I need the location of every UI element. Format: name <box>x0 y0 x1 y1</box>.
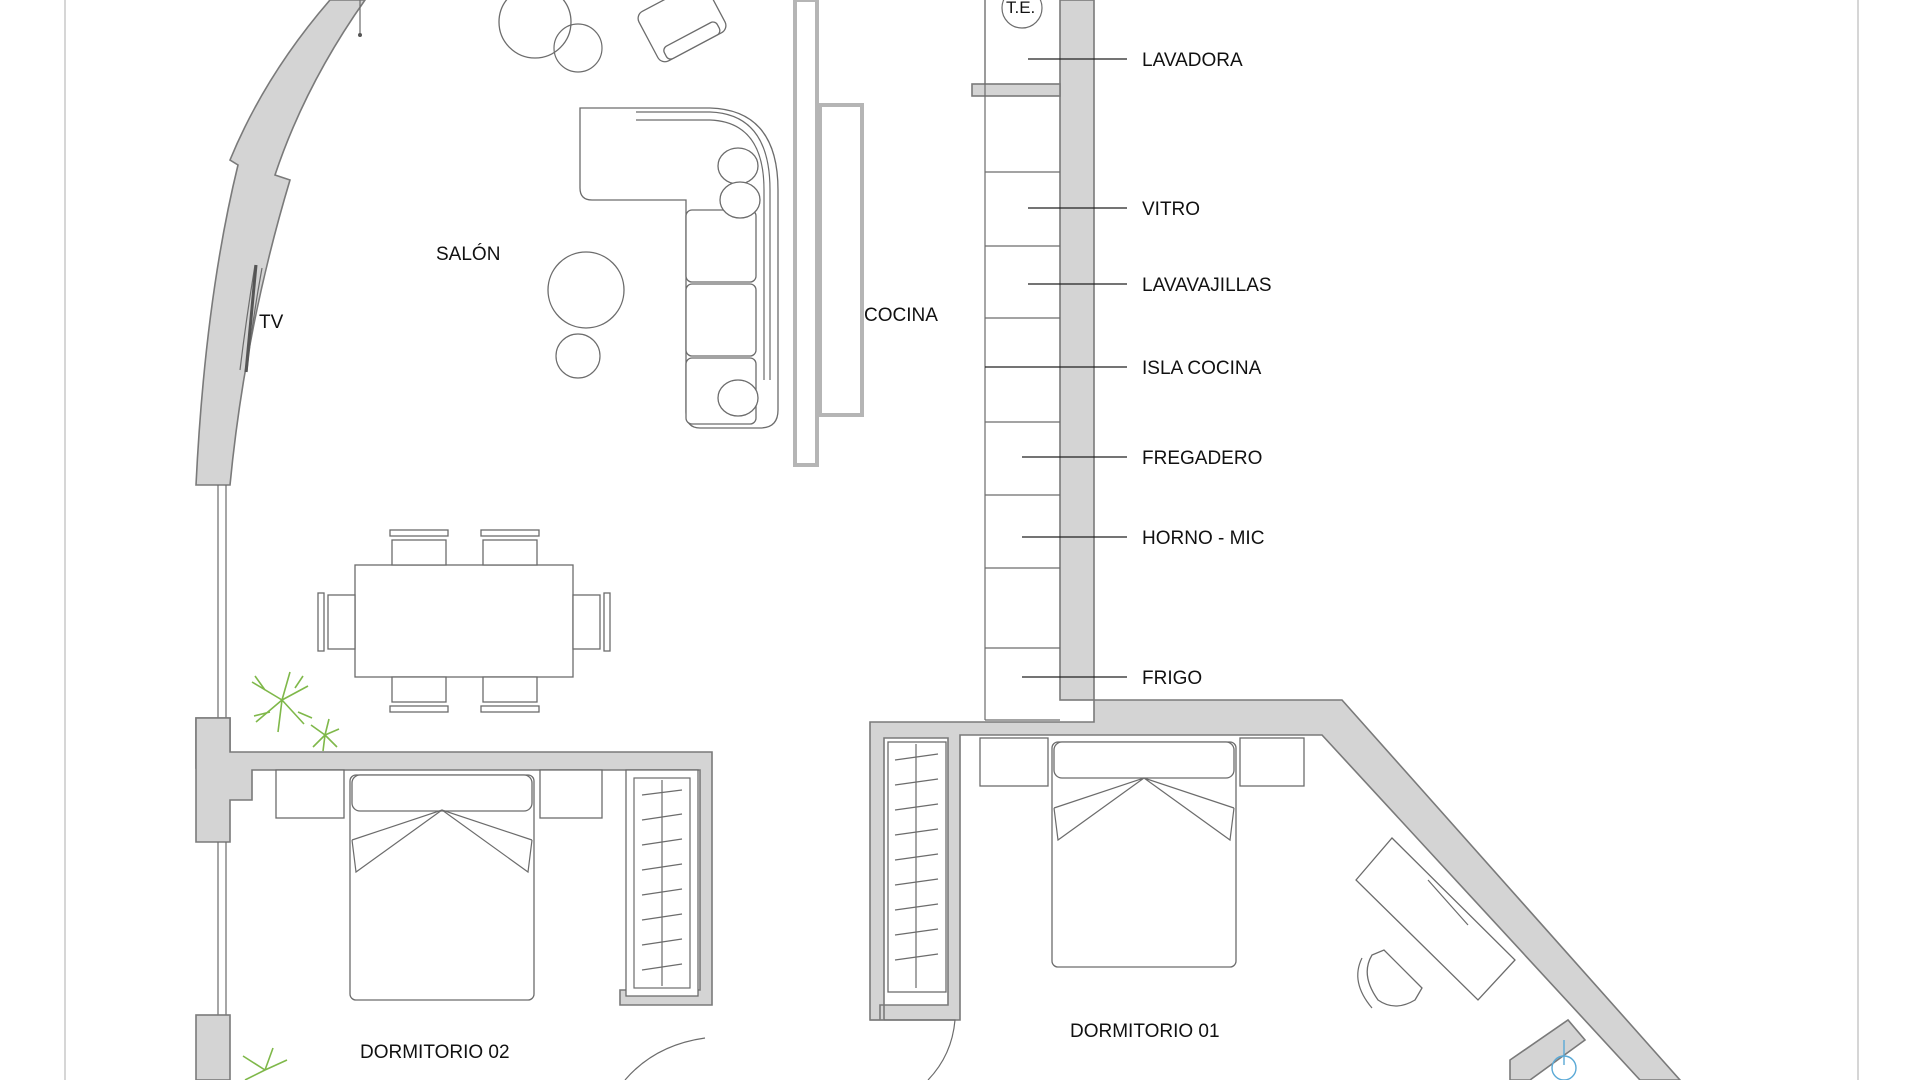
label-lavavajillas: LAVAVAJILLAS <box>1142 275 1272 296</box>
kitchen-partition <box>793 0 819 467</box>
wardrobe-b01 <box>887 741 947 993</box>
label-frigo: FRIGO <box>1142 668 1202 689</box>
tv-unit <box>244 264 258 373</box>
desk-chair <box>1366 949 1423 1007</box>
bed-b01-fold <box>1053 777 1235 842</box>
wall-junction <box>195 717 713 1006</box>
room-label-salon: SALÓN <box>436 243 500 265</box>
wardrobe-b02-inner <box>633 777 691 989</box>
curved-exterior-wall <box>195 0 366 486</box>
label-fregadero: FREGADERO <box>1142 448 1262 469</box>
bed-b01-pillow <box>1053 741 1235 779</box>
room-label-dormitorio-01: DORMITORIO 01 <box>1070 1021 1220 1042</box>
window-curved <box>239 264 256 371</box>
sofa-cushion-1 <box>685 209 757 283</box>
door-swing-b01 <box>884 1019 956 1080</box>
armchair <box>637 0 727 63</box>
kitchen-wall <box>1059 0 1095 701</box>
label-lavadora: LAVADORA <box>1142 50 1243 71</box>
label-vitro: VITRO <box>1142 199 1200 220</box>
door-swing-b02 <box>624 1037 706 1080</box>
room-label-cocina: COCINA <box>864 305 938 326</box>
bathroom-wall <box>1509 1018 1587 1080</box>
te-wall <box>971 83 1061 97</box>
sofa-pillow-3 <box>717 379 759 417</box>
desk-monitor <box>1427 879 1469 926</box>
plant <box>242 671 340 1080</box>
sofa-back-inner-2 <box>636 111 771 380</box>
sofa-pillow-2 <box>719 181 761 219</box>
kitchen-leaders <box>985 58 1127 678</box>
dining-chairs <box>317 529 611 713</box>
door-mark-dot <box>358 33 362 37</box>
nightstand-b02-right <box>539 769 603 819</box>
label-horno-mic: HORNO - MIC <box>1142 528 1264 549</box>
sofa-cushion-2 <box>685 283 757 357</box>
nightstand-b01-left <box>979 737 1049 787</box>
coffee-table-small <box>555 333 601 379</box>
side-table-round <box>498 0 572 59</box>
wardrobe-b02-hangers <box>641 780 683 986</box>
sofa-pillow-1 <box>717 147 759 185</box>
room-label-dormitorio-02: DORMITORIO 02 <box>360 1042 510 1063</box>
dining-table <box>354 564 574 678</box>
te-symbol <box>1001 0 1043 29</box>
kitchen-island <box>818 103 864 417</box>
label-te: T.E. <box>1006 0 1035 17</box>
side-table-small <box>553 23 603 73</box>
sofa-back-inner <box>636 119 765 380</box>
wardrobe-b01-hangers <box>894 744 939 988</box>
label-tv: TV <box>259 312 284 333</box>
desk-chair-back <box>1357 957 1373 1009</box>
bed-b02-fold <box>351 809 533 874</box>
label-isla-cocina: ISLA COCINA <box>1142 358 1262 379</box>
bed-b02-pillow <box>351 774 533 812</box>
coffee-table <box>547 251 625 329</box>
nightstand-b01-right <box>1239 737 1305 787</box>
nightstand-b02-left <box>275 769 345 819</box>
bedroom01-wall <box>869 699 1682 1080</box>
desk-b01 <box>1355 837 1516 1001</box>
wall-pier-lower <box>195 1014 231 1080</box>
